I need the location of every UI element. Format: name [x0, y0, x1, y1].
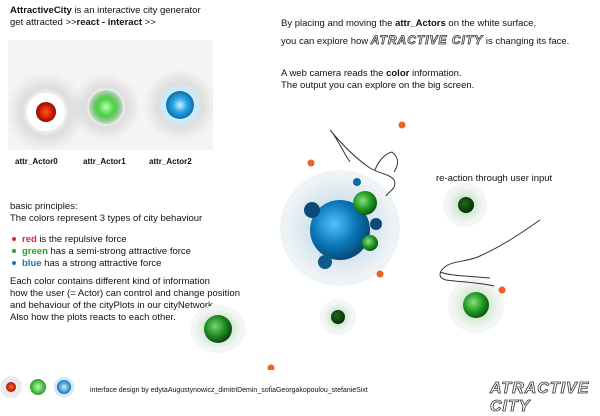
red-actor-icon [6, 382, 16, 392]
red-bullet-icon [12, 237, 16, 242]
actor1-dot [89, 90, 123, 124]
line2-bold: react - interact [76, 17, 143, 28]
tagline: is an interactive city generator [71, 5, 201, 16]
app-name: AttractiveCity [10, 5, 72, 16]
green-bullet-icon [12, 249, 16, 254]
line2-suffix: >> [142, 17, 156, 28]
header-line-2: get attracted >>react - interact >> [10, 17, 156, 29]
reaction-label: re-action through user input [436, 173, 553, 184]
blue-word: blue [22, 258, 42, 269]
inline-logo: ATRACTIVE CITY [370, 33, 484, 47]
right-l2-suffix: is changing its face. [483, 36, 570, 47]
right-l3-prefix: A web camera reads the [281, 68, 387, 79]
footer-logo: ATRACTIVE CITY [490, 380, 590, 416]
principle-red: red is the repulsive force [12, 234, 127, 246]
interaction-illustration [267, 121, 541, 370]
principle-blue: blue has a strong attractive force [12, 258, 161, 270]
floating-green-blob [190, 305, 246, 353]
principles-subtitle: The colors represent 3 types of city beh… [10, 213, 203, 224]
actor0-dot [36, 102, 56, 122]
actors-panel [8, 40, 213, 152]
info-line-1: Each color contains different kind of in… [10, 276, 210, 287]
right-line-4: The output you can explore on the big sc… [281, 80, 475, 91]
blue-actor-icon [57, 380, 71, 394]
right-l3-suffix: information. [409, 68, 462, 79]
red-word: red [22, 234, 37, 245]
principles-title: basic principles: [10, 201, 78, 212]
right-line-3: A web camera reads the color information… [281, 68, 462, 80]
hand-2-icon [439, 219, 541, 287]
right-l1-bold: attr_Actors [395, 18, 446, 29]
right-l3-bold: color [386, 68, 410, 79]
footer-actor-icons [0, 376, 74, 398]
blue-bullet-icon [12, 261, 16, 266]
actor1-label: attr_Actor1 [83, 157, 126, 166]
red-rest: is the repulsive force [36, 234, 127, 245]
green-actor-icon [30, 379, 46, 395]
info-line-2: how the user (= Actor) can control and c… [10, 288, 240, 299]
green-rest: has a semi-strong attractive force [47, 246, 191, 257]
actor0-label: attr_Actor0 [15, 157, 58, 166]
credits: interface design by edytaAugustynowicz_d… [90, 387, 368, 394]
line2-prefix: get attracted >> [10, 17, 77, 28]
header-line-1: AttractiveCity is an interactive city ge… [10, 5, 201, 17]
green-word: green [22, 246, 48, 257]
right-l2-prefix: you can explore how [281, 36, 371, 47]
right-l1-suffix: on the white surface, [445, 18, 537, 29]
principle-green: green has a semi-strong attractive force [12, 246, 191, 258]
actor2-label: attr_Actor2 [149, 157, 192, 166]
hand-1-icon [329, 129, 398, 197]
blue-rest: has a strong attractive force [41, 258, 162, 269]
right-l1-prefix: By placing and moving the [281, 18, 396, 29]
right-line-2: you can explore how ATRACTIVE CITY is ch… [281, 34, 569, 48]
right-line-1: By placing and moving the attr_Actors on… [281, 18, 536, 30]
cluster-blue-core [310, 200, 370, 260]
info-line-4: Also how the plots reacts to each other. [10, 312, 176, 323]
actor2-dot [166, 91, 194, 119]
info-line-3: and behaviour of the cityPlots in our ci… [10, 300, 216, 311]
